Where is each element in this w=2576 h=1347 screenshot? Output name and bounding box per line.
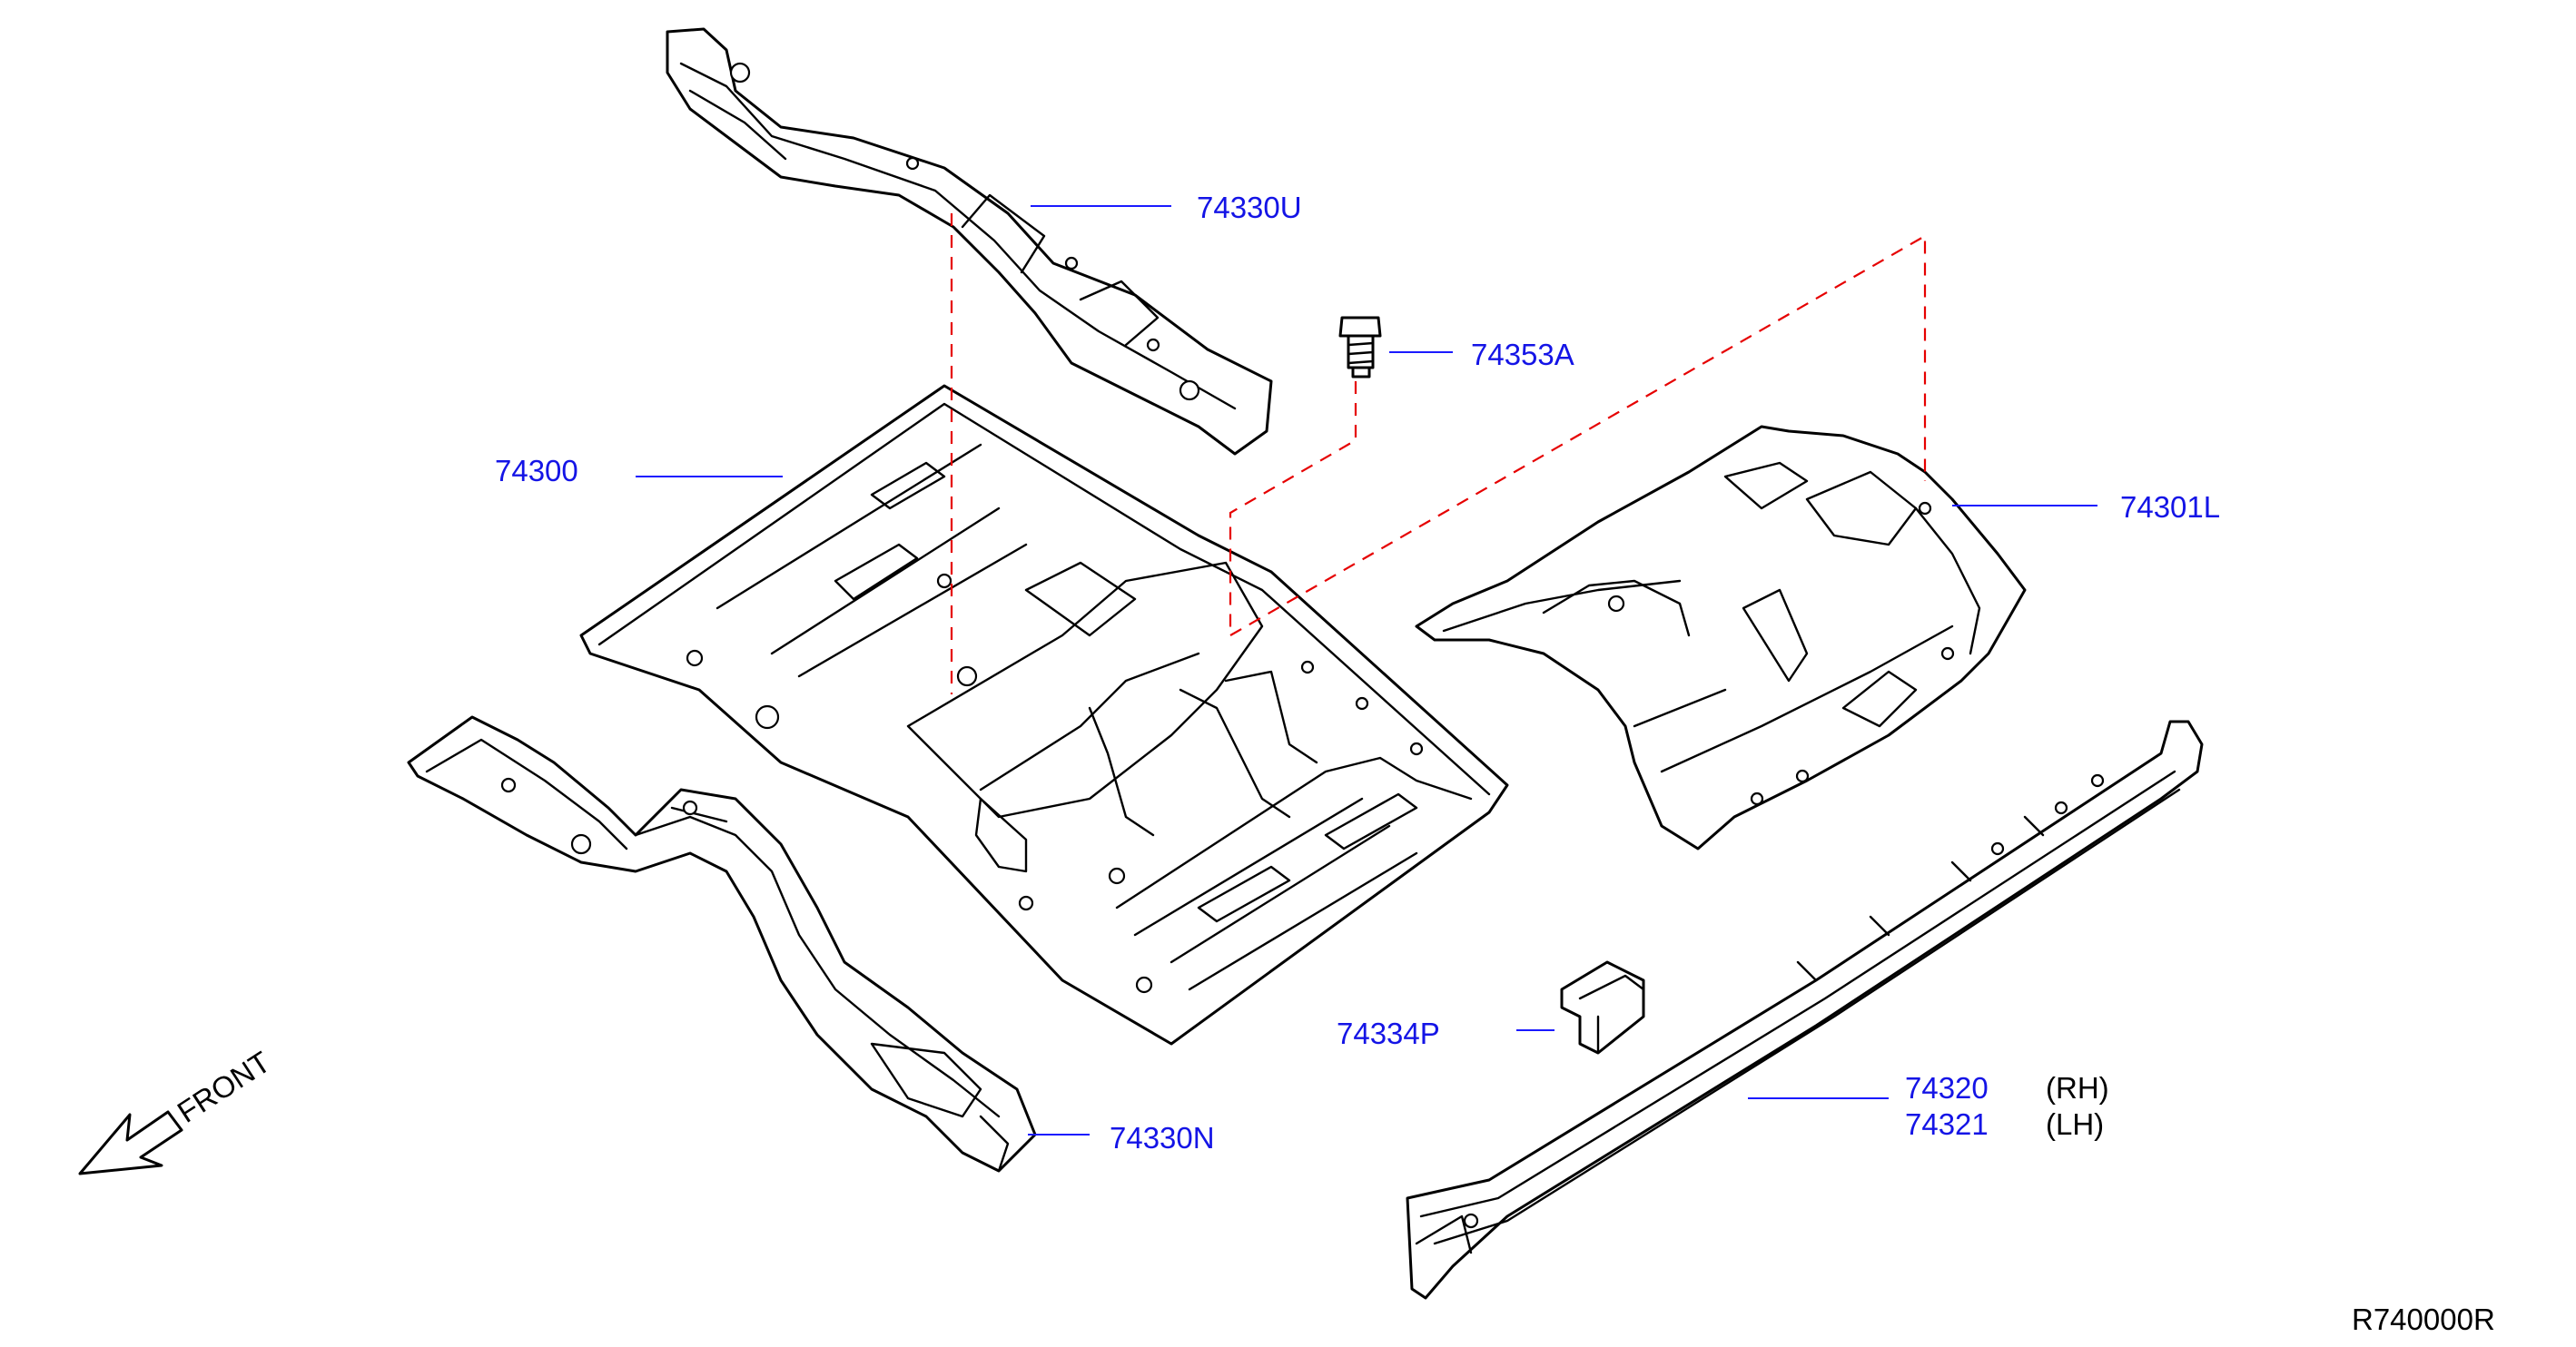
callout-74301l[interactable]: 74301L	[2120, 490, 2220, 524]
callout-74353a[interactable]: 74353A	[1471, 338, 1574, 371]
callout-74321[interactable]: 74321	[1905, 1107, 1989, 1141]
part-74330n-rail-lower[interactable]	[407, 715, 1037, 1173]
part-74334p-bracket[interactable]	[1560, 960, 1645, 1055]
front-arrow-icon	[78, 1110, 183, 1175]
part-74330u-rail-upper[interactable]	[666, 27, 1273, 456]
part-74353a-bolt[interactable]	[1338, 316, 1382, 379]
part-74300-front-floor[interactable]	[579, 384, 1509, 1046]
diagram-reference-code: R740000R	[2352, 1303, 2495, 1336]
part-74301l-rear-floor[interactable]	[1415, 425, 2027, 850]
callout-74320[interactable]: 74320	[1905, 1071, 1989, 1105]
callout-74320-side: (RH)	[2046, 1071, 2109, 1105]
part-74320-74321-sill[interactable]	[1406, 720, 2204, 1300]
callout-74330n[interactable]: 74330N	[1110, 1121, 1215, 1155]
leader-lines	[636, 205, 2097, 1136]
callout-74330u[interactable]: 74330U	[1197, 191, 1302, 224]
front-label: FRONT	[172, 1045, 276, 1129]
callout-74334p[interactable]: 74334P	[1337, 1017, 1440, 1050]
alignment-guides	[950, 213, 1927, 694]
callout-74300[interactable]: 74300	[495, 454, 578, 487]
callout-74321-side: (LH)	[2046, 1107, 2104, 1141]
front-direction-indicator: FRONT	[78, 1045, 276, 1175]
